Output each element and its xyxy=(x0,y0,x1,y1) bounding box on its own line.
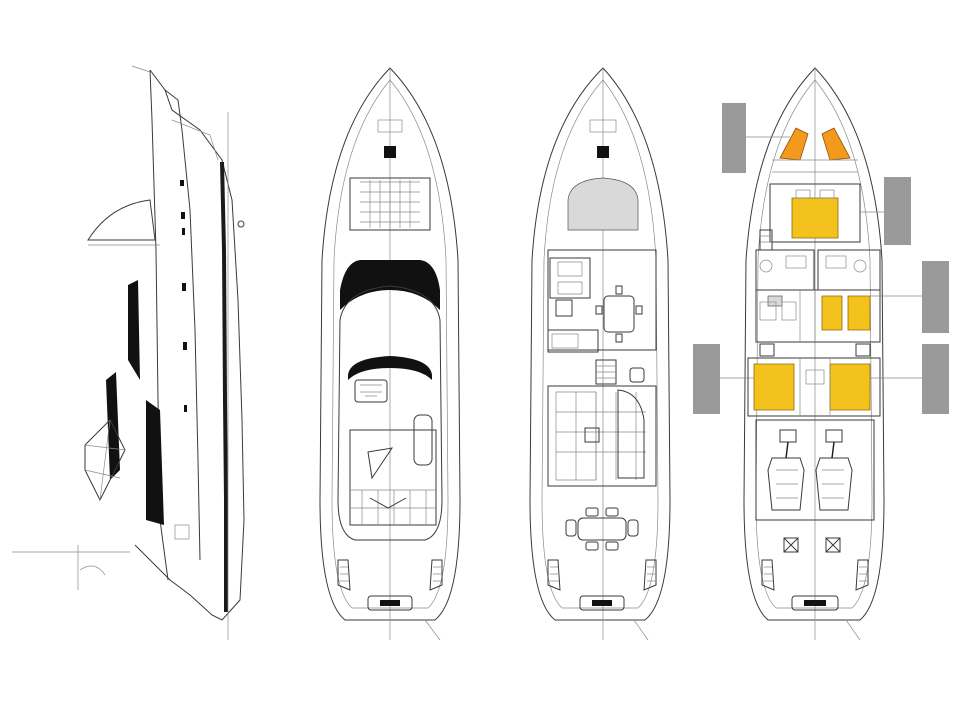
flybridge-deck-plan xyxy=(319,67,461,641)
main-deck-plan xyxy=(529,67,671,641)
callout-tag-port-cabin xyxy=(693,344,720,414)
side-profile-view xyxy=(12,65,245,640)
callout-tag-vip-cabin xyxy=(884,177,911,245)
callout-tag-twin-cabin xyxy=(922,261,949,333)
lower-deck-plan xyxy=(720,67,922,641)
callout-tag-starboard-cabin xyxy=(922,344,949,414)
callout-tag-forepeak xyxy=(722,103,746,173)
